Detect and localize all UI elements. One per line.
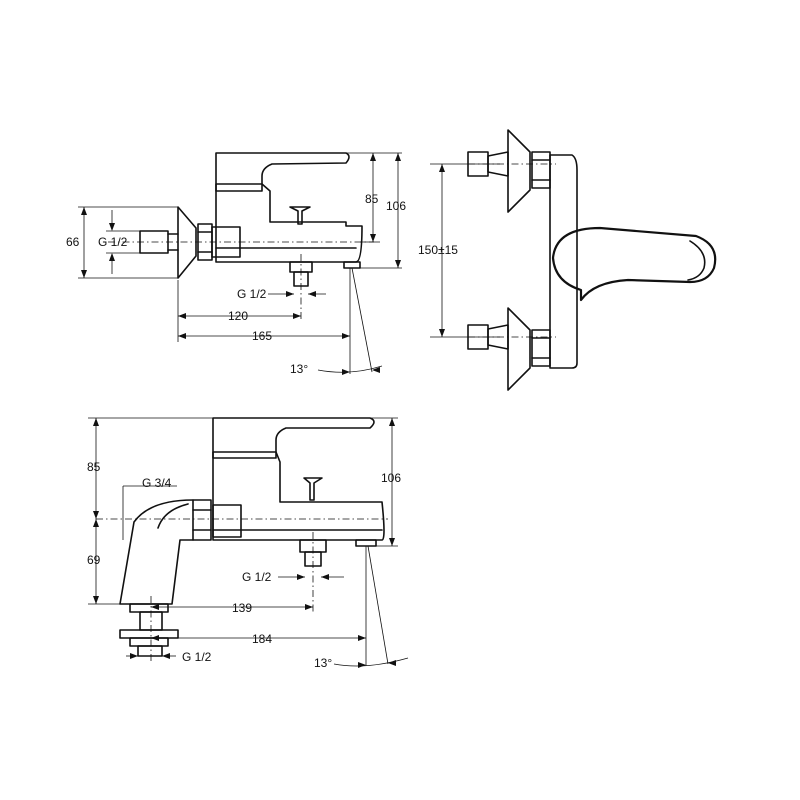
deck-dim-184-label: 184: [252, 632, 272, 646]
spout-aerator: [343, 261, 361, 269]
deck-dim-106-label: 106: [381, 471, 401, 485]
deck-lock-nut: [119, 629, 179, 639]
deck-pillar: [119, 499, 194, 605]
lever-handle-front: [551, 226, 717, 302]
upper-flange: [507, 129, 531, 213]
deck-dim-85-label: 85: [87, 460, 101, 474]
dim-120-label: 120: [228, 309, 248, 323]
dim-165-label: 165: [252, 329, 272, 343]
lower-nut: [531, 329, 551, 367]
wall-mount-side-view: 66 G 1/2 85 106 G 1/2 120: [66, 152, 406, 376]
dim-85-label: 85: [365, 192, 379, 206]
lower-flange: [507, 307, 531, 391]
deck-mixer-body: [212, 451, 385, 541]
deck-angle-13-label: 13°: [314, 656, 332, 670]
wall-mount-front-view: 150±15: [418, 129, 717, 391]
wall-flange: [177, 206, 197, 279]
deck-base-connector: [137, 645, 163, 657]
outlet-thread-label: G 1/2: [237, 287, 267, 301]
mixer-body-front: [549, 154, 578, 369]
deck-dim-139-label: 139: [232, 601, 252, 615]
dim-66-label: 66: [66, 235, 80, 249]
deck-washer: [129, 603, 169, 613]
deck-outlet-thread-label: G 1/2: [242, 570, 272, 584]
dim-150-label: 150±15: [418, 243, 458, 257]
deck-inlet-sleeve: [212, 504, 242, 538]
dim-106-label: 106: [386, 199, 406, 213]
deck-mount-side-view: 85 69 G 3/4 106 G 1/2 139 184 G 1/2: [87, 417, 409, 670]
deck-dim-69-label: 69: [87, 553, 101, 567]
deck-inlet-thread-label: G 3/4: [142, 476, 172, 490]
angle-13-label: 13°: [290, 362, 308, 376]
inlet-thread-label: G 1/2: [98, 235, 128, 249]
deck-base-thread-label: G 1/2: [182, 650, 212, 664]
deck-lever-handle: [212, 417, 375, 459]
lever-handle: [215, 152, 350, 192]
mixer-body: [215, 183, 363, 263]
deck-diverter-knob: [303, 477, 323, 501]
diverter-knob: [289, 206, 311, 225]
upper-nut: [531, 151, 551, 189]
deck-hex-nut: [192, 499, 212, 541]
